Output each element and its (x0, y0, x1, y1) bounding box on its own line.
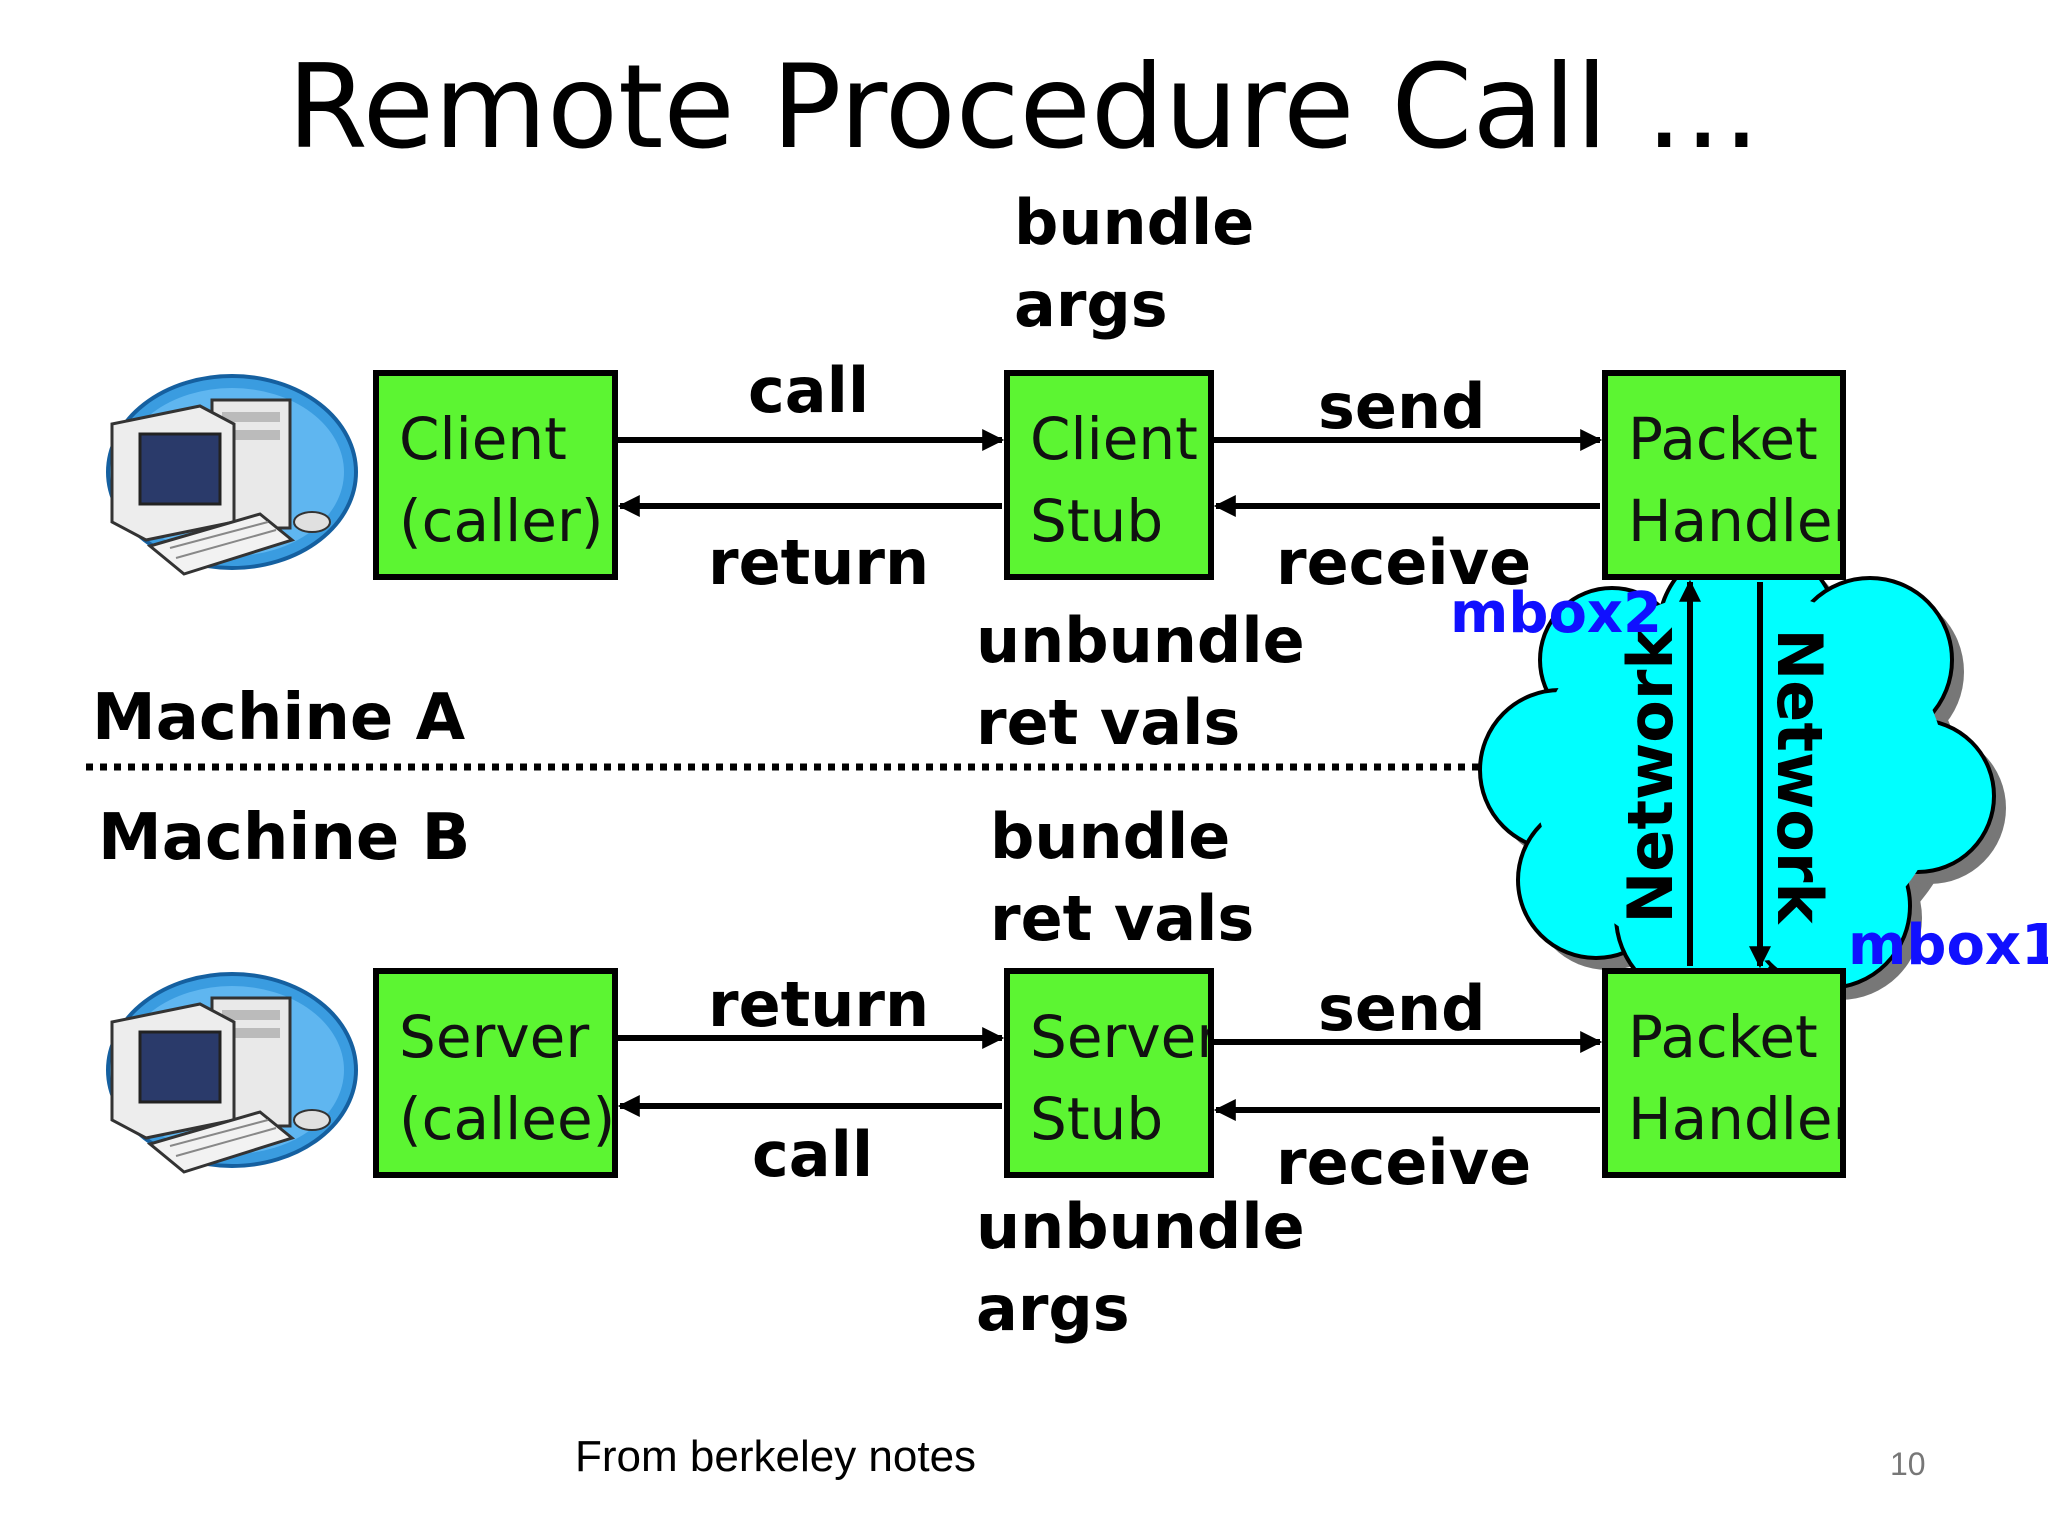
label-bundle-ret-vals-line1: bundle (990, 800, 1231, 873)
mbox2-label: mbox2 (1450, 581, 1662, 646)
server-stub-box-line2: Stub (1030, 1085, 1164, 1153)
label-return-bottom: return (708, 968, 930, 1041)
packet-handler-b-line2: Handler (1628, 1085, 1846, 1153)
label-bundle-args-line2: args (1014, 268, 1168, 341)
packet-handler-b-line1: Packet (1628, 1003, 1818, 1071)
label-unbundle-args-line2: args (976, 1272, 1130, 1345)
label-return-top: return (708, 526, 930, 599)
label-call-top: call (748, 354, 870, 427)
label-unbundle-ret-vals-line1: unbundle (976, 604, 1305, 677)
label-receive-bottom: receive (1276, 1126, 1532, 1199)
client-stub-box-line1: Client (1030, 405, 1198, 473)
packet-handler-a-box: Packet Handler (1602, 370, 1846, 580)
label-bundle-args: bundle args (1014, 182, 1254, 346)
label-bundle-args-line1: bundle (1014, 186, 1255, 259)
machine-b-label: Machine B (98, 801, 471, 875)
machine-a-label: Machine A (92, 681, 466, 755)
server-stub-box: Server Stub (1004, 968, 1214, 1178)
label-bundle-ret-vals-line2: ret vals (990, 882, 1255, 955)
page-number: 10 (1890, 1446, 1926, 1482)
network-label-left: Network (1614, 627, 1687, 924)
server-box-line2: (callee) (399, 1085, 616, 1153)
label-bundle-ret-vals: bundle ret vals (990, 796, 1254, 960)
label-call-bottom: call (752, 1118, 874, 1191)
client-stub-box-line2: Stub (1030, 487, 1164, 555)
label-unbundle-ret-vals-line2: ret vals (976, 686, 1241, 759)
label-send-bottom: send (1318, 972, 1486, 1045)
label-unbundle-args-line1: unbundle (976, 1190, 1305, 1263)
label-unbundle-ret-vals: unbundle ret vals (976, 600, 1305, 764)
network-cloud (1478, 540, 2006, 1014)
mbox1-label: mbox1 (1848, 913, 2048, 978)
client-box: Client (caller) (373, 370, 618, 580)
label-receive-top: receive (1276, 526, 1532, 599)
client-stub-box: Client Stub (1004, 370, 1214, 580)
network-label-right: Network (1763, 628, 1836, 925)
desktop-computer-icon (106, 374, 358, 576)
server-box: Server (callee) (373, 968, 618, 1178)
desktop-computer-icon (106, 972, 358, 1174)
footer-note: From berkeley notes (575, 1432, 977, 1481)
label-unbundle-args: unbundle args (976, 1186, 1305, 1350)
packet-handler-b-box: Packet Handler (1602, 968, 1846, 1178)
packet-handler-a-line2: Handler (1628, 487, 1846, 555)
server-stub-box-line1: Server (1030, 1003, 1214, 1071)
packet-handler-a-line1: Packet (1628, 405, 1818, 473)
client-box-line2: (caller) (399, 487, 604, 555)
client-box-line1: Client (399, 405, 567, 473)
slide-title: Remote Procedure Call … (287, 40, 1761, 175)
label-send-top: send (1318, 370, 1486, 443)
server-box-line1: Server (399, 1003, 590, 1071)
